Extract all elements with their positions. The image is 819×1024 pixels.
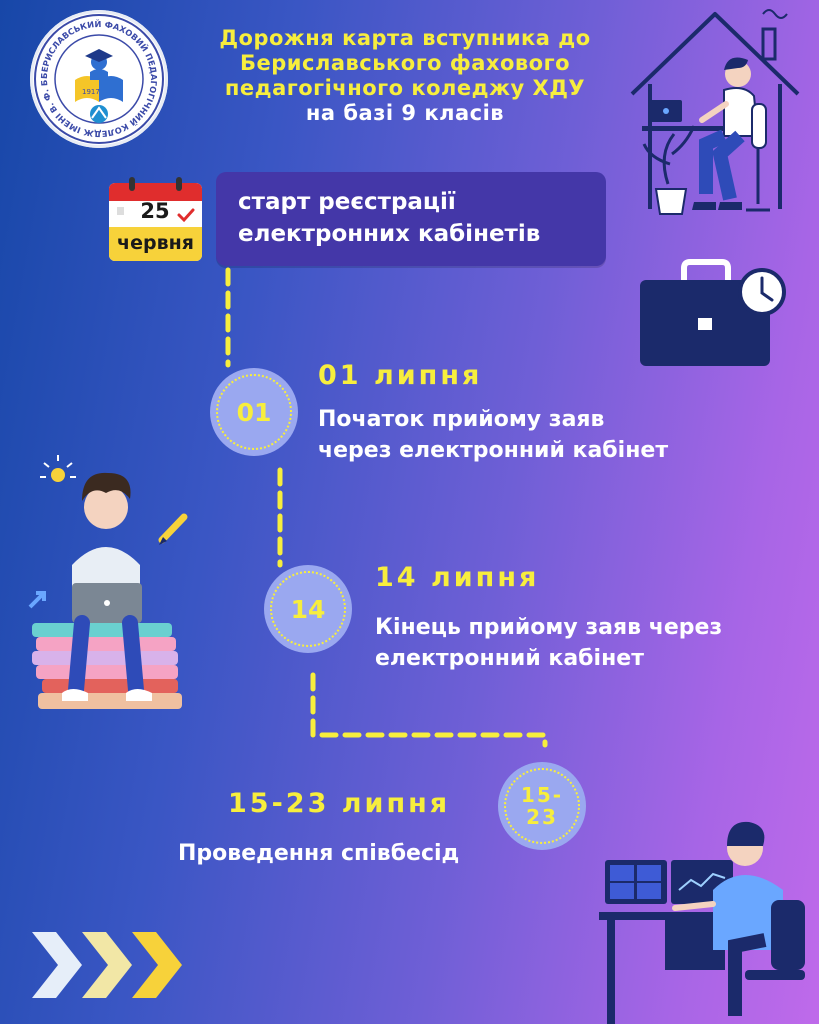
step-3-date: 15-23 липня	[228, 788, 451, 819]
college-seal-icon: БЕРИСЛАВСЬКИЙ ФАХОВИЙ ПЕДАГОГІЧНИЙ КОЛЕД…	[26, 2, 164, 144]
calendar-day: 25	[140, 199, 170, 223]
step-1-desc-line-2: через електронний кабінет	[318, 438, 669, 463]
registration-box	[216, 172, 606, 266]
step-2-date: 14 липня	[375, 562, 540, 593]
title-line-4: на базі 9 класів	[305, 101, 505, 125]
svg-text:1917: 1917	[82, 88, 100, 96]
student-books-icon	[28, 455, 188, 709]
step-1-desc: Початок прийому заяв через електронний к…	[318, 404, 668, 466]
title-line-2: Бериславського фахового	[240, 51, 570, 75]
step-2-desc-line-2: електронний кабінет	[375, 646, 644, 671]
college-logo: БЕРИСЛАВСЬКИЙ ФАХОВИЙ ПЕДАГОГІЧНИЙ КОЛЕД…	[26, 2, 168, 148]
chevron-arrows-icon	[32, 932, 182, 998]
step-3-desc-line-1: Проведення співбесід	[178, 841, 460, 866]
step-1-desc-line-1: Початок прийому заяв	[318, 407, 605, 432]
lightbulb-icon	[40, 455, 76, 482]
registration-text: старт реєстрації електронних кабінетів	[238, 186, 598, 250]
calendar-icon	[109, 177, 202, 261]
step-1-date: 01 липня	[318, 360, 483, 391]
step-3-badge-line-1: 15-	[520, 783, 564, 807]
step-3-desc: Проведення співбесід	[178, 838, 459, 869]
title-line-1: Дорожня карта вступника до	[219, 26, 591, 50]
step-1-badge: 01	[210, 368, 298, 456]
step-2-desc-line-1: Кінець прийому заяв через	[375, 615, 723, 640]
step-2-badge-text: 14	[290, 594, 326, 624]
pencil-icon	[158, 513, 188, 545]
house-workspace-icon	[630, 9, 800, 215]
title-line-3: педагогічного коледжу ХДУ	[224, 76, 586, 100]
page-title: Дорожня карта вступника до Бериславськог…	[170, 26, 640, 126]
step-3-badge-line-2: 23	[526, 805, 558, 829]
step-3-badge: 15- 23	[498, 762, 586, 850]
briefcase-clock-icon	[640, 259, 786, 366]
video-call-desk-icon	[599, 821, 805, 1024]
calendar-month: червня	[117, 232, 194, 254]
registration-line-1: старт реєстрації	[238, 189, 456, 215]
step-2-badge: 14	[264, 565, 352, 653]
step-2-desc: Кінець прийому заяв через електронний ка…	[375, 612, 722, 674]
step-1-badge-text: 01	[236, 397, 272, 427]
registration-line-2: електронних кабінетів	[238, 221, 541, 247]
